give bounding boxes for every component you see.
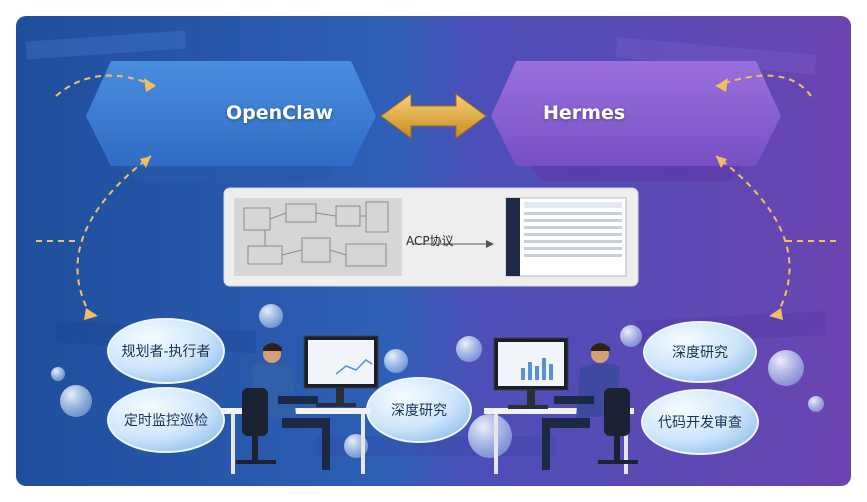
bubble-planner-text: 规划者-执行者 [121,344,211,360]
floating-orbs [51,304,824,458]
openclaw-box [86,61,376,166]
bubble-monitor [107,387,225,453]
chair-right [604,388,630,436]
bidirectional-arrow-icon [380,93,487,139]
chair-left [242,388,268,436]
bubble-monitor-text: 定时监控巡检 [124,413,208,429]
acp-protocol-label: ACP协议 [406,234,454,248]
schematic-diagram [234,198,402,276]
speech-bubbles [107,318,759,455]
arrowhead-icons [84,78,783,320]
right-workstation [484,337,638,474]
bubble-code-review-text: 代码开发审查 [658,415,742,431]
bubble-research-right [643,321,757,383]
bubble-research-center-text: 深度研究 [391,403,447,419]
flow-arrows [36,74,836,317]
openclaw-title: OpenClaw [226,102,333,124]
bubble-research-right-text: 深度研究 [672,345,728,361]
hermes-title: Hermes [543,102,626,124]
bubble-code-review [641,389,759,455]
hermes-box [491,61,781,166]
bubble-planner [107,318,225,384]
illustration-canvas [16,16,851,486]
illustration-frame: OpenClaw Hermes ACP协议 规划者-执行者 定时监控巡检 深度研… [16,16,851,486]
left-workstation [221,335,379,474]
dashboard-mini-screen [505,197,627,277]
